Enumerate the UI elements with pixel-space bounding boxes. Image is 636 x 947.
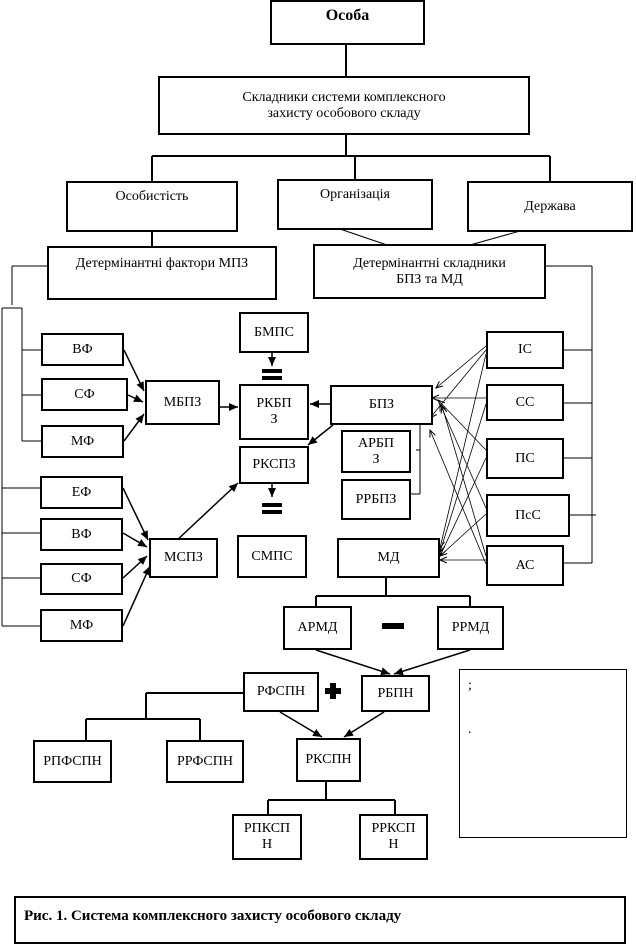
node-skladnyky: Складники системи комплексного захисту о… [158, 76, 530, 135]
node-rpfspn: РПФСПН [33, 740, 112, 783]
note-line-1: ; [468, 678, 472, 693]
node-rpkspn: РПКСП Н [232, 814, 302, 860]
node-mf-2: МФ [40, 609, 123, 642]
node-osobystist: Особистість [66, 181, 238, 232]
node-organizatsiia: Організація [277, 179, 433, 230]
node-derzhava: Держава [467, 181, 633, 232]
node-rrfspn: РРФСПН [166, 740, 244, 783]
node-rrkspn: РРКСП Н [359, 814, 428, 860]
node-armd: АРМД [283, 606, 352, 650]
node-rkspn: РКСПН [296, 738, 361, 782]
node-sf-1: СФ [41, 378, 128, 411]
node-ss: СС [486, 384, 564, 421]
plus-sign-icon-vertical [330, 683, 336, 699]
node-md: МД [337, 538, 440, 578]
node-mbpz: МБПЗ [145, 380, 220, 425]
node-osoba: Особа [270, 0, 425, 45]
node-rbpn: РБПН [361, 675, 430, 712]
node-rkspz: РКСПЗ [239, 446, 309, 484]
node-bpz: БПЗ [330, 385, 433, 425]
node-bmps: БМПС [239, 312, 309, 353]
node-det-faktory: Детермінантні фактори МПЗ [47, 246, 277, 300]
figure-caption: Рис. 1. Система комплексного захисту осо… [14, 896, 626, 944]
minus-sign-icon [382, 623, 404, 629]
node-ps: ПС [486, 438, 564, 479]
node-rkbpz: РКБП З [239, 384, 309, 440]
node-rrbpz: РРБПЗ [341, 479, 411, 520]
node-is: ІС [486, 331, 564, 369]
note-line-2: . [468, 722, 472, 737]
node-smps: СМПС [237, 535, 307, 578]
node-arbpz: АРБП З [341, 430, 411, 473]
node-as: АС [486, 545, 564, 586]
node-sf-2: СФ [40, 563, 123, 595]
node-det-skladnyky: Детермінантні складники БПЗ та МД [313, 244, 546, 299]
node-mspz: МСПЗ [149, 538, 218, 578]
node-vf-2: ВФ [40, 518, 123, 551]
note-box [459, 669, 627, 838]
node-mf-1: МФ [41, 425, 124, 458]
node-ef: ЕФ [40, 476, 123, 509]
node-vf-1: ВФ [41, 333, 124, 366]
node-rrmd: РРМД [437, 606, 504, 650]
node-pss: ПсС [486, 494, 570, 537]
node-rfspn: РФСПН [243, 672, 319, 712]
